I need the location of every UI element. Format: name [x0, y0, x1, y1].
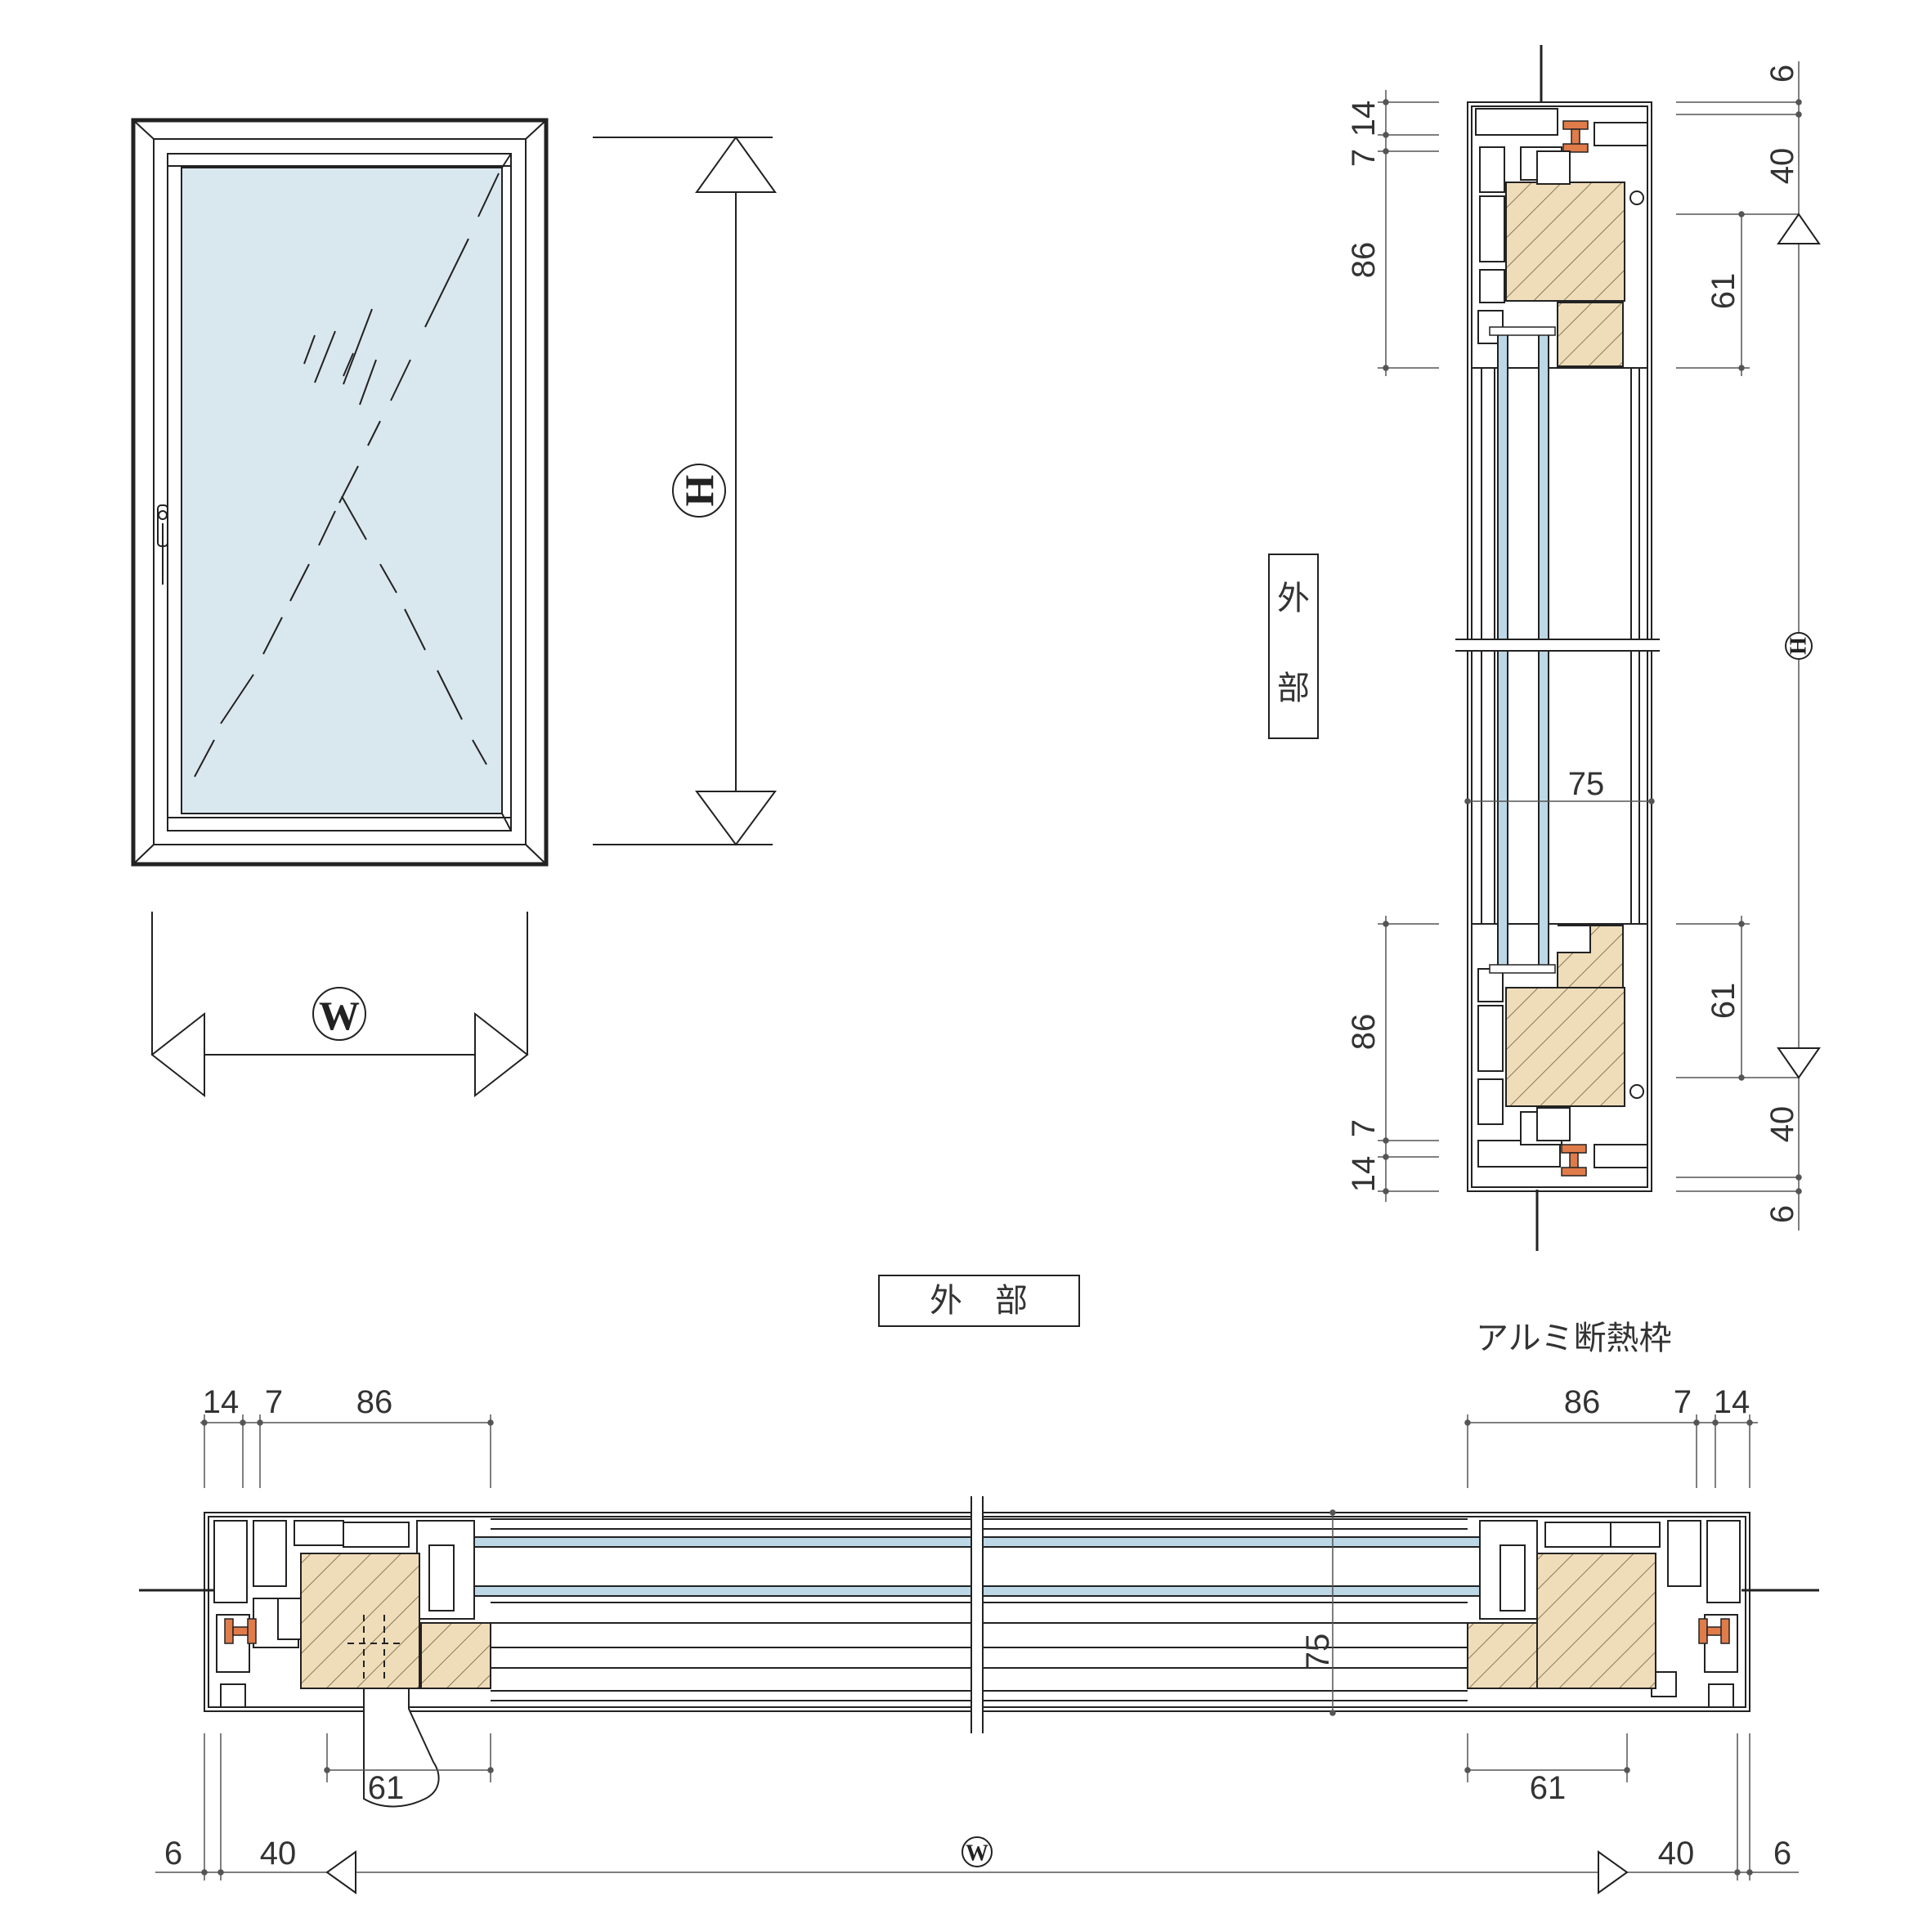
thermal-break-top [1562, 120, 1589, 153]
dim-hs-bottom-40-right: 40 [1658, 1836, 1695, 1871]
handle-icon [157, 504, 168, 585]
dim-hs-top-86-right: 86 [1564, 1384, 1601, 1420]
dim-vs-bottom-7: 7 [1346, 1119, 1382, 1137]
height-symbol: H [676, 474, 722, 506]
wood-stop-right [1467, 1622, 1538, 1689]
wood-stop-top [1557, 302, 1624, 367]
handle-icon-h [363, 1688, 440, 1808]
thermal-break-right [1698, 1618, 1730, 1644]
vertical-section: 外 部 [1268, 45, 1821, 1251]
dim-hs-top-14-left: 14 [203, 1384, 240, 1420]
wood-member-top [1505, 182, 1625, 302]
opening-indicator [194, 173, 500, 778]
width-symbol: W [319, 993, 360, 1038]
vs-height-symbol: H [1786, 637, 1812, 655]
horizontal-section: 外 部 アルミ断熱枠 [139, 1275, 1819, 1894]
dim-vs-right-61-bottom: 61 [1706, 983, 1741, 1020]
exterior-label-box [1268, 554, 1319, 739]
glass-reflection [303, 308, 377, 406]
thermal-break-left [224, 1618, 257, 1644]
thermal-break-bottom [1561, 1144, 1587, 1177]
dim-hs-top-7-right: 7 [1674, 1384, 1692, 1420]
exterior-label-char-2: 部 [1277, 670, 1310, 707]
dim-vs-top-7: 7 [1346, 149, 1382, 167]
exterior-label-h: 外 部 [930, 1282, 1028, 1320]
inner-frame [153, 138, 527, 845]
dim-vs-right-61-top: 61 [1706, 273, 1741, 310]
dim-vs-right-40-top: 40 [1764, 148, 1800, 185]
dim-hs-bottom-61-right: 61 [1530, 1770, 1567, 1806]
height-dimension [593, 136, 777, 846]
dim-vs-right-40-bottom: 40 [1764, 1106, 1800, 1143]
dim-vs-right-6-bottom: 6 [1764, 1205, 1800, 1223]
wood-member-bottom [1505, 987, 1625, 1107]
dim-hs-bottom-61-left: 61 [368, 1770, 405, 1806]
dim-hs-top-14-right: 14 [1714, 1384, 1750, 1420]
dim-vs-bottom-86: 86 [1346, 1014, 1382, 1051]
dim-vs-top-14: 14 [1346, 101, 1382, 137]
exterior-label-box-h [878, 1275, 1080, 1327]
hs-width-symbol: W [966, 1841, 988, 1867]
dim-hs-depth-75: 75 [1300, 1634, 1336, 1670]
wood-stop-bottom [1557, 925, 1624, 988]
dim-hs-top-7-left: 7 [265, 1384, 283, 1420]
wood-stop-left [420, 1622, 491, 1689]
glass-pane [181, 167, 503, 814]
frame-note: アルミ断熱枠 [1476, 1320, 1672, 1357]
exterior-label-char-1: 外 [1277, 580, 1310, 617]
dim-vs-right-6-top: 6 [1764, 65, 1800, 83]
wood-member-right [1536, 1553, 1656, 1689]
sash-frame [167, 153, 512, 832]
dim-vs-bottom-14: 14 [1346, 1156, 1382, 1193]
dim-hs-top-86-left: 86 [356, 1384, 393, 1420]
width-dimension [150, 912, 529, 1098]
dim-hs-bottom-40-left: 40 [260, 1836, 297, 1871]
dim-vs-top-86: 86 [1346, 242, 1382, 279]
dim-vs-depth-75: 75 [1568, 766, 1605, 802]
dim-hs-bottom-6-left: 6 [164, 1836, 182, 1871]
dim-hs-bottom-6-right: 6 [1773, 1836, 1791, 1871]
window-elevation: H W [131, 118, 777, 1098]
wood-member-left [300, 1553, 420, 1689]
